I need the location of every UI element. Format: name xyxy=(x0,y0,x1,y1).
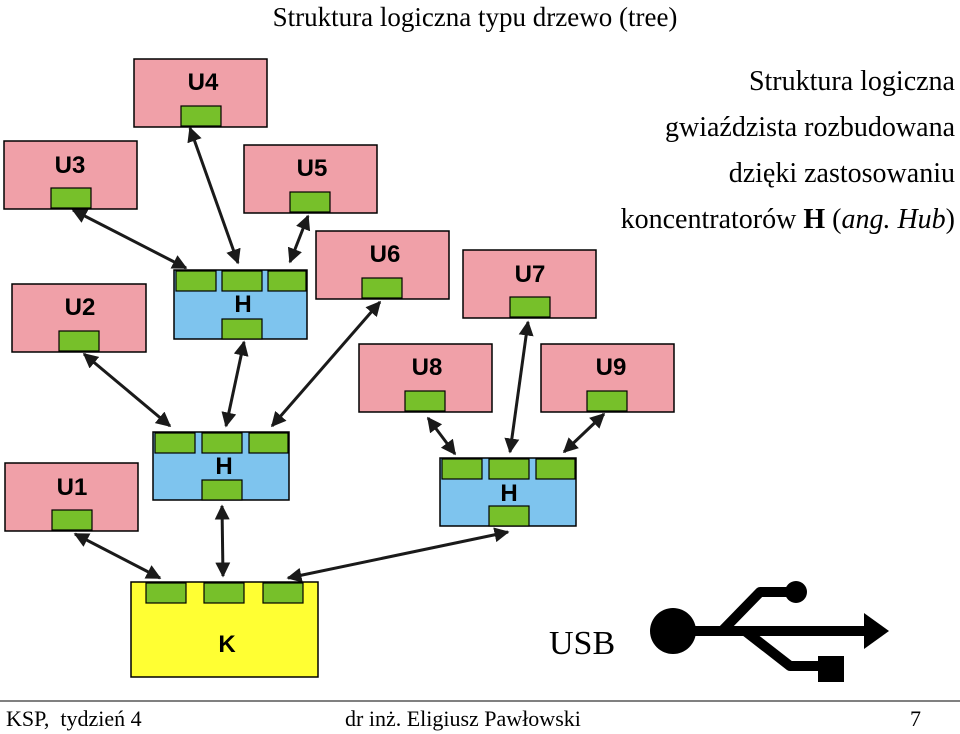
node-u7: U7 xyxy=(462,249,597,319)
footer-course: KSP, tydzień 4 xyxy=(6,706,142,731)
node-u8-label: U8 xyxy=(412,354,443,381)
port xyxy=(441,458,483,480)
node-u7-label: U7 xyxy=(515,261,546,288)
page-title: Struktura logiczna typu drzewo (tree) xyxy=(273,2,678,32)
node-u6: U6 xyxy=(315,230,450,300)
link-u6-hub-mid xyxy=(270,300,382,428)
link-u3-hub-top xyxy=(71,208,188,270)
description-line-4: koncentratorów H (ang. Hub) xyxy=(621,204,955,235)
root-k: K xyxy=(130,581,319,678)
description-line-4-text: koncentratorów xyxy=(621,204,804,235)
link-hub-right-root xyxy=(286,527,510,583)
port xyxy=(289,191,331,213)
root-k-label: K xyxy=(218,631,236,658)
node-u9: U9 xyxy=(540,343,675,413)
hub-mid-label: H xyxy=(215,453,232,480)
usb-label: USB xyxy=(549,625,615,662)
port xyxy=(201,432,243,454)
link-u4-hub-top xyxy=(187,126,241,265)
node-u4: U4 xyxy=(133,58,268,128)
link-u1-root xyxy=(73,532,162,580)
port xyxy=(145,582,187,604)
node-u1-label: U1 xyxy=(57,474,88,501)
port xyxy=(154,432,196,454)
link-hub-top-hub-mid xyxy=(221,340,249,428)
description-paren-close: ) xyxy=(946,204,955,235)
footer-page-number: 7 xyxy=(910,706,921,731)
port xyxy=(586,390,628,412)
port xyxy=(180,105,222,127)
port xyxy=(221,270,263,292)
port xyxy=(58,330,100,352)
port xyxy=(262,582,304,604)
node-u9-label: U9 xyxy=(596,354,627,381)
port xyxy=(488,505,530,527)
node-u8: U8 xyxy=(358,343,493,413)
description-paren-open: ( xyxy=(825,204,841,235)
node-u4-label: U4 xyxy=(188,69,219,96)
footer-author: dr inż. Eligiusz Pawłowski xyxy=(345,706,581,731)
port xyxy=(203,582,245,604)
port xyxy=(267,270,307,292)
hub-mid: H xyxy=(152,431,290,501)
link-u8-hub-right xyxy=(426,416,457,456)
port xyxy=(509,296,551,318)
node-u6-label: U6 xyxy=(370,241,401,268)
hub-right: H xyxy=(439,457,577,527)
link-u9-hub-right xyxy=(562,412,606,454)
node-u3-label: U3 xyxy=(55,152,86,179)
port xyxy=(404,390,446,412)
node-u5-label: U5 xyxy=(297,155,328,182)
link-hub-mid-root xyxy=(214,504,231,578)
port xyxy=(221,318,263,340)
link-u5-hub-top xyxy=(287,214,311,264)
hub-right-label: H xyxy=(500,480,517,507)
port xyxy=(248,432,289,454)
link-u7-hub-right xyxy=(504,320,534,454)
description-line-1: Struktura logiczna xyxy=(749,66,956,97)
hub-top-label: H xyxy=(234,291,251,318)
description-line-3: dzięki zastosowaniu xyxy=(729,158,955,189)
node-u3: U3 xyxy=(3,140,138,210)
port xyxy=(51,509,93,531)
node-u2: U2 xyxy=(11,283,147,353)
description-english-term: ang. Hub xyxy=(841,204,945,235)
port xyxy=(50,187,92,209)
link-u2-hub-mid xyxy=(82,352,172,428)
node-u2-label: U2 xyxy=(65,294,96,321)
port xyxy=(535,458,576,480)
port xyxy=(361,277,403,299)
description-line-2: gwiaździsta rozbudowana xyxy=(665,112,956,143)
description-hub-symbol: H xyxy=(803,204,825,235)
node-u1: U1 xyxy=(4,462,139,532)
usb-trident-icon xyxy=(650,581,889,682)
port xyxy=(201,479,243,501)
hub-top: H xyxy=(173,269,308,340)
port xyxy=(488,458,530,480)
port xyxy=(175,270,217,292)
node-u5: U5 xyxy=(243,144,378,214)
